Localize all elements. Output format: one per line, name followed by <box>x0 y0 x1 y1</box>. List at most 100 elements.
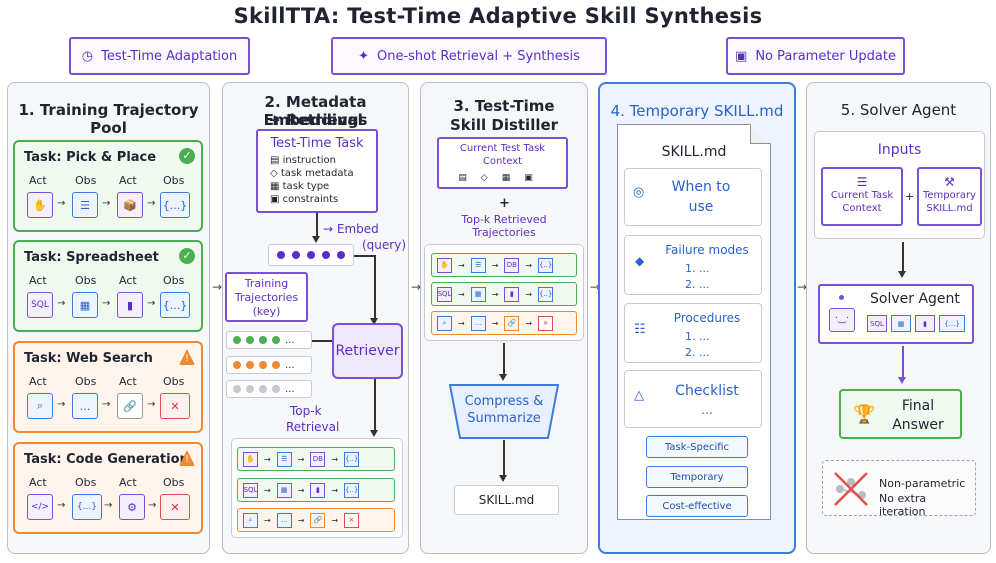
trajectory-row: SQL→▦→▮→{..} <box>237 478 395 502</box>
cell-icon: ▮ <box>915 315 935 332</box>
column-title: 5. Solver Agent <box>840 101 957 119</box>
json-icon: {...} <box>939 315 965 332</box>
chip-icon: ▣ <box>735 48 748 64</box>
sql-icon: SQL <box>27 292 53 318</box>
inputs-title: Inputs <box>877 142 922 158</box>
cell-icon: ▮ <box>117 292 143 318</box>
input-task-context: ☰ Current Task Context <box>821 167 903 226</box>
flow-arrow-icon: → <box>797 280 808 294</box>
act-label: Act <box>119 476 137 489</box>
pill-label: No Parameter Update <box>755 48 896 64</box>
grid-icon: ▦ <box>270 181 280 192</box>
gear-icon: ⚙ <box>119 494 145 520</box>
section-checklist: △ Checklist ... <box>624 370 762 428</box>
act-label: Act <box>119 375 137 388</box>
obs-label: Obs <box>163 375 185 388</box>
doc-icon: ▤ <box>270 155 280 166</box>
flow-arrow-icon: → <box>212 280 223 294</box>
topk-retrieved-label: Top-k Retrieved Trajectories <box>461 213 547 239</box>
act-label: Act <box>29 274 47 287</box>
sparkle-icon: ✦ <box>358 48 369 64</box>
task-card-pick-place: Task: Pick & Place ✓ Act Obs Act Obs ✋ →… <box>13 140 203 232</box>
retriever-box: Retriever <box>332 323 403 379</box>
obs-label: Obs <box>75 375 97 388</box>
flow-arrow-icon: → <box>590 280 601 294</box>
code-icon: </> <box>27 494 53 520</box>
json-icon: {...} <box>160 292 190 318</box>
query-embedding <box>268 244 354 266</box>
column-title: 2. Metadata Embeddings <box>263 93 368 129</box>
tag-temporary: Temporary <box>646 466 748 488</box>
note-line: Non-parametric <box>879 477 966 490</box>
section-when-to-use: ◎ When to use <box>624 168 762 226</box>
column-title: 1. Training Trajectory Pool <box>18 101 199 137</box>
square-icon: ▣ <box>270 194 280 205</box>
section-heading: Checklist <box>675 383 739 399</box>
note-line: No extra iteration <box>879 492 927 518</box>
task-card-web-search: Task: Web Search ! Act Obs Act Obs ⌕ → .… <box>13 341 203 433</box>
trophy-icon: 🏆 <box>853 404 876 425</box>
task-title: Task: Code Generation <box>24 452 189 467</box>
section-failure-modes: ◆ Failure modes 1. ... 2. ... <box>624 235 762 295</box>
grid-icon: ▦ <box>501 173 525 183</box>
skill-output-box: SKILL.md <box>454 485 559 515</box>
final-answer-box: 🏆 Final Answer <box>839 389 962 439</box>
section-procedures: ☷ Procedures 1. ... 2. ... <box>624 303 762 363</box>
task-card-spreadsheet: Task: Spreadsheet ✓ Act Obs Act Obs SQL … <box>13 240 203 332</box>
table-icon: ▦ <box>891 315 911 332</box>
hand-icon: ✋ <box>27 192 53 218</box>
tag-cost-effective: Cost-effective <box>646 495 748 517</box>
trajectory-row: SQL→▦→▮→{..} <box>431 282 577 306</box>
key-box-label: Training Trajectories (key) <box>234 277 299 318</box>
column-title-line2: Skill Distiller <box>449 116 559 134</box>
check-icon: ✓ <box>179 148 195 164</box>
robot-icon: ·‿· <box>829 308 855 332</box>
triangle-icon: △ <box>634 388 644 403</box>
diamond-icon: ◆ <box>635 254 645 268</box>
fail-icon: ✕ <box>160 494 190 520</box>
column-title-line2: + Retrieval <box>268 111 363 129</box>
section-heading: When to use <box>671 179 731 215</box>
trajectory-row: ✋→☰→DB→{..} <box>237 447 395 471</box>
section-heading: Failure modes <box>665 243 749 257</box>
pill-test-time-adaptation: ◷ Test-Time Adaptation <box>69 37 250 75</box>
obs-label: Obs <box>75 476 97 489</box>
act-label: Act <box>119 274 137 287</box>
diamond-icon: ◇ <box>270 168 278 179</box>
embed-label: → Embed <box>323 222 379 236</box>
list-icon: ☰ <box>856 175 868 189</box>
pill-label: Test-Time Adaptation <box>101 48 238 64</box>
task-item: ▤ instruction <box>270 155 336 166</box>
doc-icon: ▤ <box>458 173 481 183</box>
plus-sign: + <box>905 190 915 203</box>
task-item: ▦ task type <box>270 181 330 192</box>
input-temporary-skill: ⚒ Temporary SKILL.md <box>917 167 982 226</box>
check-icon: ✓ <box>179 248 195 264</box>
compress-summarize-box: Compress & Summarize <box>449 384 559 439</box>
obs-label: Obs <box>163 174 185 187</box>
ellipsis-icon: ... <box>72 393 98 419</box>
clock-icon: ◷ <box>81 48 94 64</box>
input-label: Temporary SKILL.md <box>922 190 977 214</box>
pill-no-parameter-update: ▣ No Parameter Update <box>726 37 905 75</box>
flow-arrow-icon: → <box>411 280 422 294</box>
pill-retrieval-synthesis: ✦ One-shot Retrieval + Synthesis <box>331 37 607 75</box>
current-context-box: Current Test Task Context ▤◇▦▣ <box>437 137 568 189</box>
tag-task-specific: Task-Specific <box>646 436 748 458</box>
box-title: Current Test Task Context <box>459 143 546 167</box>
topk-label-line2: Retrieval <box>286 420 340 434</box>
obs-label: Obs <box>163 476 185 489</box>
pill-label: One-shot Retrieval + Synthesis <box>376 48 580 64</box>
plus-sign: + <box>499 196 510 211</box>
trajectory-row: ✋→☰→DB→{..} <box>431 253 577 277</box>
key-embedding-green: ... <box>226 331 312 349</box>
diamond-icon: ◇ <box>480 173 502 183</box>
task-item: ◇ task metadata <box>270 168 354 179</box>
key-embedding-gray: ... <box>226 380 312 398</box>
key-embedding-orange: ... <box>226 356 312 374</box>
table-icon: ▦ <box>72 292 98 318</box>
target-icon: ◎ <box>633 185 645 200</box>
doc-title: SKILL.md <box>661 144 727 160</box>
trajectory-row: ⌕→...→🔗→× <box>431 311 577 335</box>
solver-agent-box: Solver Agent ·‿· SQL ▦ ▮ {...} <box>818 284 974 344</box>
